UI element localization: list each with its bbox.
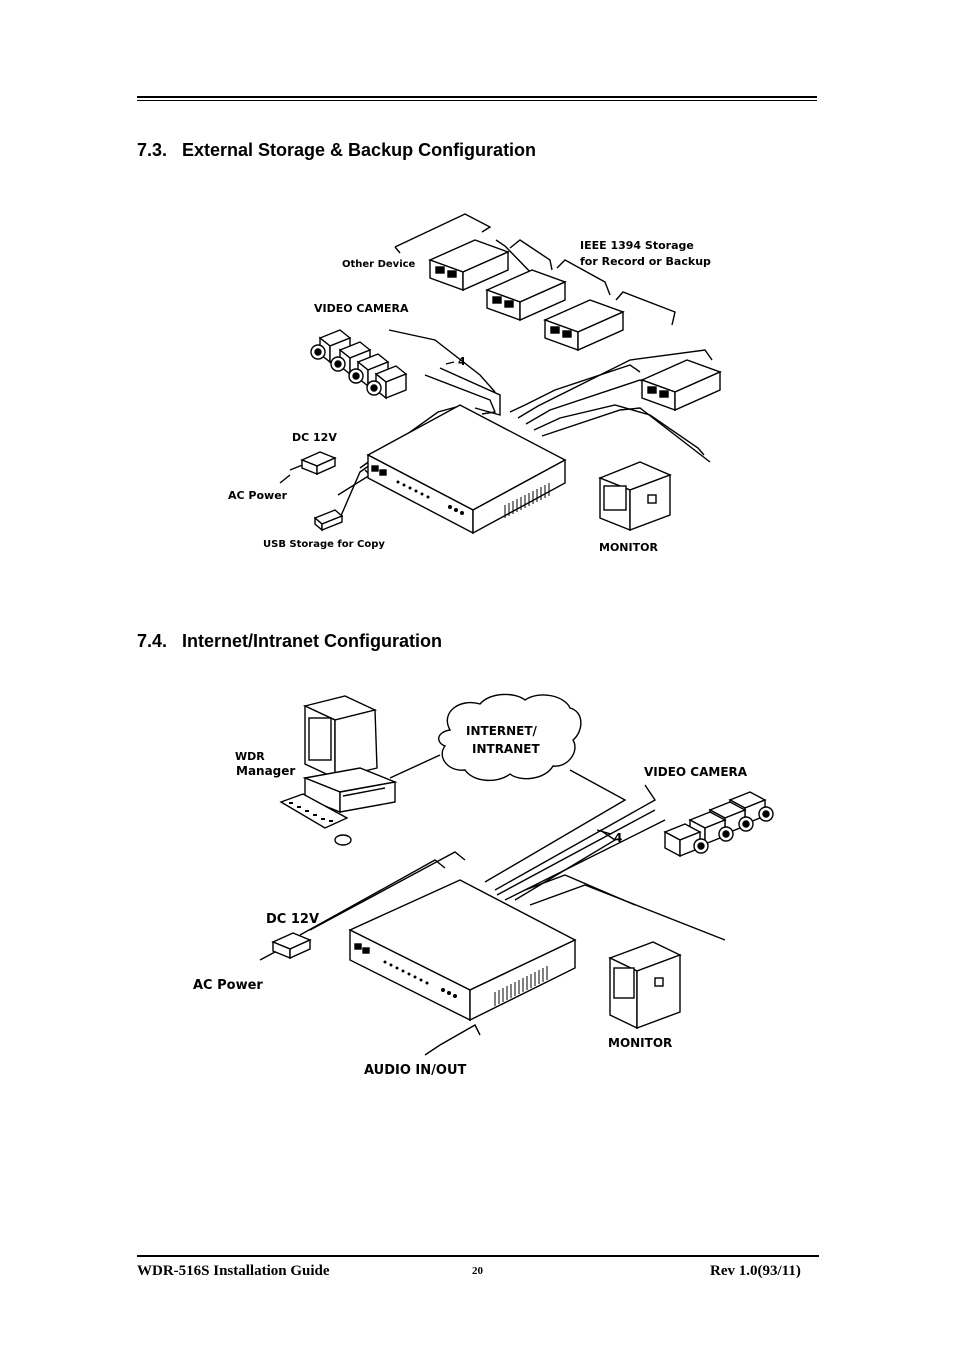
label-ac-power: AC Power [228, 489, 288, 502]
label-ieee-line2: for Record or Backup [580, 255, 711, 268]
footer-document-title: WDR-516S Installation Guide [137, 1263, 330, 1279]
label-ieee-line1: IEEE 1394 Storage [580, 239, 694, 252]
label-dc: DC 12V [292, 431, 337, 444]
label-manager: Manager [236, 764, 295, 778]
label-ac-power: AC Power [193, 978, 263, 993]
dvr-unit [348, 879, 577, 1022]
section-number: 7.4. [137, 631, 168, 651]
section-title: External Storage & Backup Configuration [182, 140, 537, 160]
label-audio: AUDIO IN/OUT [364, 1063, 466, 1078]
wdr-manager-pc [279, 695, 398, 846]
header-rule [137, 96, 817, 101]
monitor [608, 941, 682, 1030]
usb-stick [313, 509, 344, 532]
power-adapter [271, 932, 312, 960]
label-video-camera: VIDEO CAMERA [314, 302, 409, 315]
label-monitor: MONITOR [608, 1036, 672, 1050]
monitor [598, 461, 672, 532]
video-cameras [596, 791, 774, 858]
section-heading-7-3: 7.3. External Storage & Backup Configurat… [137, 140, 536, 161]
footer-revision: Rev 1.0(93/11) [710, 1263, 801, 1279]
label-camera-count: 4 [458, 355, 466, 368]
label-video-camera: VIDEO CAMERA [644, 765, 748, 779]
figure-internet-intranet: INTERNET/ INTRANET WDR Manager VIDEO CAM… [185, 690, 785, 1090]
section-heading-7-4: 7.4. Internet/Intranet Configuration [137, 631, 442, 652]
ieee-storage-boxes [428, 239, 722, 412]
footer-rule [137, 1255, 819, 1257]
label-usb-storage: USB Storage for Copy [263, 539, 385, 550]
label-internet-line1: INTERNET/ [466, 724, 538, 738]
section-number: 7.3. [137, 140, 168, 160]
label-wdr: WDR [235, 750, 265, 763]
label-internet-line2: INTRANET [472, 742, 540, 756]
label-monitor: MONITOR [599, 541, 658, 554]
label-dc: DC 12V [266, 912, 319, 927]
dvr-unit [366, 404, 567, 535]
cable-lines [279, 213, 713, 519]
power-adapter [300, 451, 337, 476]
video-cameras [310, 329, 455, 400]
footer-page-number: 20 [472, 1265, 483, 1277]
label-other-device: Other Device [342, 259, 416, 270]
internet-cloud [438, 693, 582, 781]
figure-external-storage: Other Device IEEE 1394 Storage for Recor… [220, 200, 740, 560]
section-title: Internet/Intranet Configuration [182, 631, 442, 651]
label-camera-count: 4 [614, 831, 622, 845]
